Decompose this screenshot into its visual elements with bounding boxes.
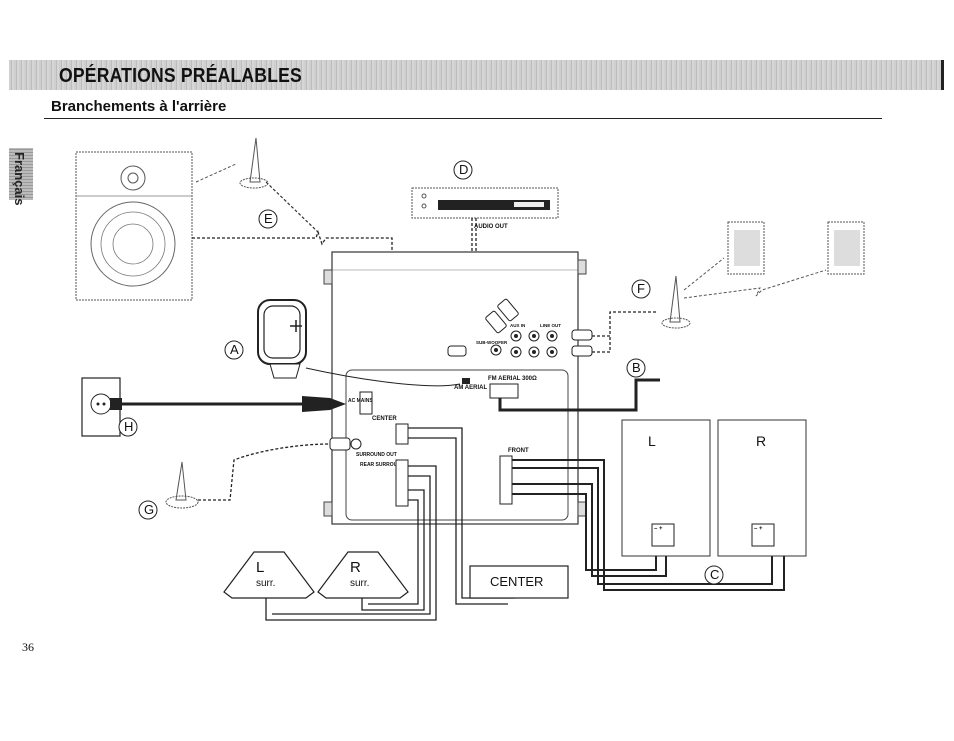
callout-h: H [118,417,138,437]
surround-left-label: L [256,559,264,576]
callout-g: G [138,500,158,520]
page-header-title: OPÉRATIONS PRÉALABLES [59,65,302,87]
rear-left-cable-a [265,465,437,621]
audio-out-label: AUDIO OUT [474,224,508,230]
wall-outlet [81,377,122,437]
callout-c: C [704,565,724,585]
line-out-cable [592,311,656,337]
callout-d: D [453,160,473,180]
svg-text:A: A [230,342,239,357]
front-left-cable-b [512,493,657,571]
front-left-cable-a [512,483,667,577]
svg-text:E: E [264,211,273,226]
front-right-polarity: – + [754,526,763,532]
front-left-speaker [621,419,711,557]
center-cable-b [408,437,508,605]
sub-woofer-label: SUB-WOOFER [476,340,508,345]
section-subheading: Branchements à l'arrière [51,98,227,115]
subwoofer-illustration [75,151,193,301]
wireless-antenna-g [165,461,199,509]
am-loop-antenna [257,299,461,387]
page-number: 36 [22,640,34,654]
front-right-speaker [717,419,807,557]
header-bar: OPÉRATIONS PRÉALABLES [9,60,944,90]
rear-right-cable-b [368,499,419,605]
fm-aerial-terminal [489,383,519,399]
wireless-antenna-e [195,137,321,235]
rear-surround-label: REAR SURROUND [360,462,405,468]
svg-text:F: F [637,281,645,296]
front-left-polarity: – + [654,526,663,532]
ac-mains-socket [359,391,373,415]
rear-speakers-wireless [727,221,865,275]
callout-f: F [631,279,651,299]
front-right-speaker-label: R [756,433,766,449]
svg-text:H: H [124,419,133,434]
center-terminal-label: CENTER [372,416,397,422]
receiver-rear-panel [323,251,587,525]
surround-right-text: surr. [350,578,369,589]
svg-text:G: G [144,502,154,517]
callout-b: B [626,358,646,378]
rear-surround-terminals [395,459,409,507]
front-right-cable-b [512,467,773,585]
svg-text:B: B [632,360,641,375]
surround-out-label: SURROUND OUT [356,452,397,458]
power-plug [302,396,346,412]
svg-text:D: D [459,162,468,177]
fm-aerial-cable [498,378,660,412]
center-speaker-label: CENTER [490,574,543,589]
language-tab: Français [9,148,33,205]
center-terminal [395,423,409,445]
language-tab-label: Français [12,152,27,206]
surround-out-cable [198,443,331,501]
header-rule [44,118,882,119]
surround-left-text: surr. [256,578,275,589]
aux-in-label: AUX IN [510,323,525,328]
front-left-speaker-label: L [648,433,656,449]
ac-mains-label: AC MAINS [348,398,373,404]
line-out-label: LINE OUT [540,323,561,328]
am-aerial-label: AM AERIAL [454,385,487,391]
surround-left-speaker [223,551,315,599]
fm-aerial-label: FM AERIAL 300Ω [488,376,537,382]
callout-a: A [224,340,244,360]
surround-out-plug [329,437,351,451]
svg-text:C: C [710,567,719,582]
rear-left-cable-b [272,475,431,615]
am-aerial-terminal [462,378,470,384]
surround-right-label: R [350,559,361,576]
callout-e: E [258,209,278,229]
rear-right-cable-a [361,489,425,611]
wireless-antenna-f [661,257,827,329]
center-speaker [469,565,569,599]
line-out-cable-2 [592,336,611,353]
front-right-cable-a [512,459,785,591]
front-terminal-label: FRONT [508,448,529,454]
front-terminals [499,455,513,505]
surround-right-speaker [317,551,409,599]
dvd-player [411,187,559,219]
rca-jacks [447,298,593,358]
